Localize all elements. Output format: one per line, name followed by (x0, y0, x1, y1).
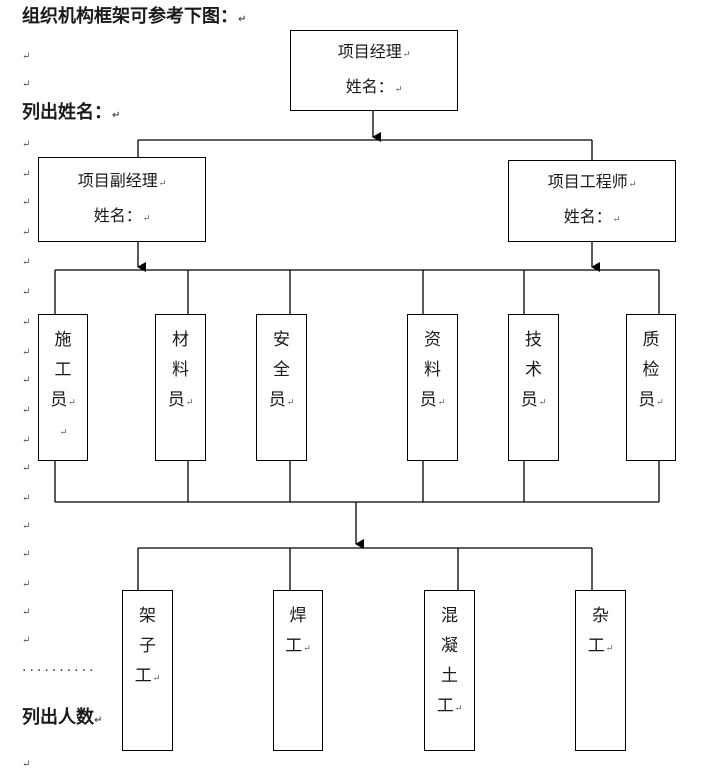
paragraph-mark: ↵ (22, 287, 31, 298)
paragraph-mark: ↵ (22, 463, 31, 474)
node-label: 施工员↵ ↵ (50, 325, 76, 460)
node-label-char: 员↵ (167, 390, 194, 410)
dotted-leader: ·········· (22, 663, 97, 679)
paragraph-mark: ↵ (22, 579, 31, 590)
node-label-char: 资 (423, 330, 441, 350)
node-label: 混凝土工↵ (437, 601, 463, 750)
node-label-char: 工↵ (587, 636, 614, 656)
paragraph-mark: ↵ (22, 493, 31, 504)
node-label-char: 凝 (440, 636, 458, 656)
heading-list-names: 列出姓名：↵ (22, 102, 121, 123)
node-label-char: 混 (440, 606, 458, 626)
node-worker-scaffolder: 架子工↵ (122, 590, 173, 751)
node-name-label: 姓名： (345, 76, 394, 96)
node-title: 项目工程师 (547, 172, 628, 191)
node-label-char: 员↵ (638, 390, 664, 410)
node-label-char: 工↵ (285, 636, 311, 656)
node-label-char: 工↵ (436, 696, 463, 716)
node-label-char: 工 (54, 360, 72, 380)
node-label-char: 材 (171, 330, 189, 350)
paragraph-mark: ↵ (22, 227, 31, 238)
node-name-label: 姓名： (93, 205, 142, 225)
node-label-char: 土 (440, 666, 458, 686)
node-label: 架子工↵ (135, 601, 161, 750)
node-staff-documents: 资料员↵ (407, 314, 458, 461)
node-label-char: 杂 (591, 606, 609, 626)
paragraph-mark: ↵ (22, 257, 31, 268)
paragraph-mark: ↵ (22, 405, 31, 416)
paragraph-mark: ↵ (22, 139, 31, 150)
node-worker-general: 杂工↵ (575, 590, 626, 751)
heading-structure: 组织机构框架可参考下图：↵ (22, 6, 247, 27)
node-label-char: 子 (138, 636, 156, 656)
node-staff-construction: 施工员↵ ↵ (38, 314, 88, 461)
node-worker-welder: 焊工↵ (273, 590, 323, 751)
node-label-char: 焊 (289, 606, 307, 626)
node-label-char: 术 (524, 360, 542, 380)
node-name-label: 姓名： (563, 207, 612, 226)
node-project-engineer: 项目工程师↵ 姓名：↵ (508, 160, 676, 242)
paragraph-mark: ↵ (22, 521, 31, 532)
node-staff-technical: 技术员↵ (508, 314, 559, 461)
node-label: 安全员↵ (269, 325, 295, 460)
paragraph-mark: ↵ (22, 435, 31, 446)
node-label-char: 员↵ (268, 390, 295, 410)
node-staff-quality: 质检员↵ (626, 314, 676, 461)
node-label-char: 架 (138, 606, 156, 626)
node-label-char: 员↵ (520, 390, 547, 410)
node-label: 材料员↵ (168, 325, 194, 460)
paragraph-mark: ↵ (22, 51, 31, 62)
node-label-char: 料 (423, 360, 441, 380)
node-staff-materials: 材料员↵ (155, 314, 206, 461)
paragraph-mark: ↵ (22, 79, 31, 90)
paragraph-mark: ↵ (22, 549, 31, 560)
node-label-char: 工↵ (134, 666, 161, 686)
node-project-manager: 项目经理↵ 姓名：↵ (290, 30, 458, 111)
node-title: 项目经理 (337, 41, 402, 61)
node-label: 焊工↵ (285, 601, 311, 750)
node-staff-safety: 安全员↵ (256, 314, 307, 461)
paragraph-mark: ↵ (22, 317, 31, 328)
paragraph-mark: ↵ (22, 347, 31, 358)
node-label-char: 全 (272, 360, 290, 380)
heading-list-counts: 列出人数↵ (22, 707, 103, 728)
node-label-char: 施 (54, 330, 72, 350)
node-label: 资料员↵ (420, 325, 446, 460)
paragraph-mark: ↵ (59, 428, 68, 438)
paragraph-mark: ↵ (22, 635, 31, 646)
node-label-char: 员↵ (50, 390, 76, 410)
node-label: 技术员↵ (521, 325, 547, 460)
node-label-char: 质 (642, 330, 660, 350)
paragraph-mark: ↵ (22, 375, 31, 386)
node-worker-concrete: 混凝土工↵ (424, 590, 475, 751)
node-label-char: 技 (524, 330, 542, 350)
paragraph-mark: ↵ (22, 607, 31, 618)
node-deputy-manager: 项目副经理↵ 姓名：↵ (38, 157, 206, 242)
paragraph-mark: ↵ (22, 169, 31, 180)
paragraph-mark: ↵ (22, 759, 31, 770)
node-label-char: 员↵ (419, 390, 446, 410)
node-label: 杂工↵ (588, 601, 614, 750)
node-title: 项目副经理 (77, 170, 158, 190)
node-label-char: 料 (171, 360, 189, 380)
node-label: 质检员↵ (638, 325, 664, 460)
node-label-char: 安 (272, 330, 290, 350)
paragraph-mark: ↵ (22, 197, 31, 208)
node-label-char: 检 (642, 360, 660, 380)
